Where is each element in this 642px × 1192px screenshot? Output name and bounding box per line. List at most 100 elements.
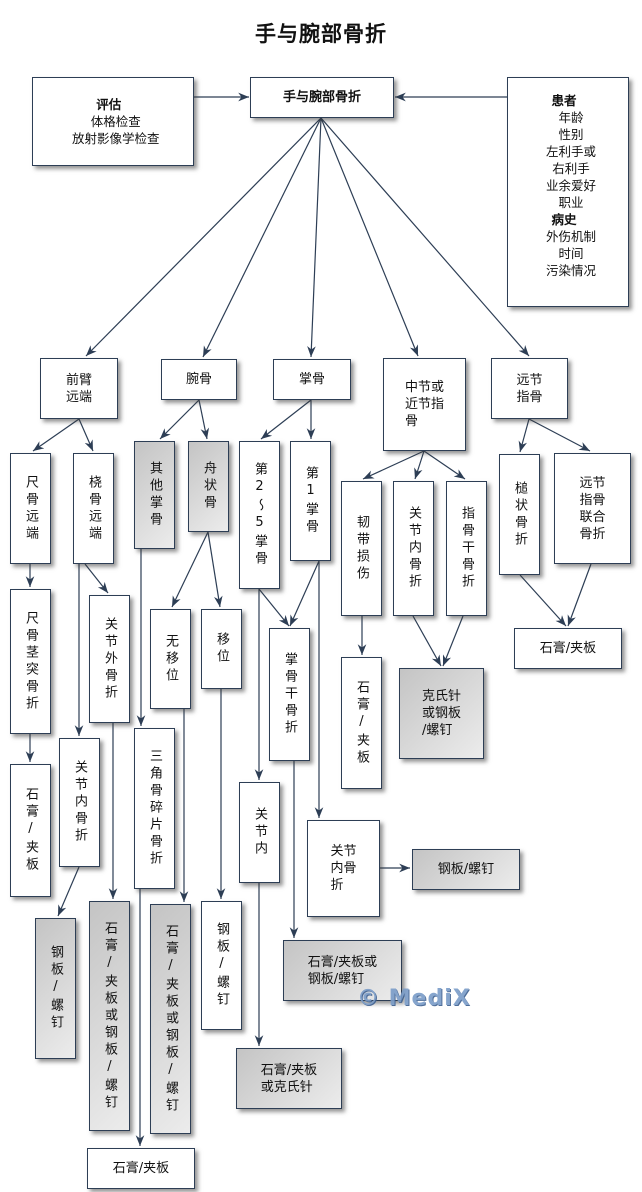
patient-heading: 患者 — [551, 92, 577, 108]
node-label: 关节内骨折 — [406, 506, 421, 591]
patient-item: 职业 — [558, 194, 584, 210]
node-intra-articular-mc1: 关节 内骨 折 — [307, 820, 380, 917]
connector-forearm-to-radius — [78, 418, 94, 452]
watermark-logo: © MediX — [357, 986, 471, 1011]
node-label: 远节 指骨 — [516, 372, 543, 405]
node-label: 移位 — [214, 632, 229, 666]
node-ulnar-styloid: 尺骨茎突骨折 — [10, 589, 51, 734]
node-triquetrum-fragment: 三角骨碎片骨折 — [134, 728, 175, 889]
connector-root-to-metacarpal — [307, 117, 322, 358]
node-label: 钢板/螺钉 — [437, 862, 495, 877]
node-cast-or-plate-nondisplaced: 石膏/夹板或钢板/螺钉 — [150, 904, 191, 1134]
node-ulna-distal: 尺骨远端 — [10, 453, 51, 564]
node-forearm-distal: 前臂 远端 — [40, 358, 118, 419]
connector-distal-to-combined — [528, 418, 591, 452]
connector-scaphoid-to-nondisp — [171, 531, 209, 608]
node-intra-articular-radius: 关节内骨折 — [59, 738, 100, 867]
node-plate-screw-displaced: 钢板/螺钉 — [201, 901, 242, 1030]
connector-scaphoid-to-disp — [207, 531, 223, 608]
evaluation-box: 评估 体格检查 放射影像学检查 — [32, 77, 194, 166]
connector-combined-to-cast — [567, 563, 592, 627]
connector-shaft-to-kwire — [442, 615, 464, 667]
node-label: 钢板/螺钉 — [214, 922, 229, 1009]
node-extra-articular: 关节外骨折 — [89, 595, 130, 723]
root-label: 手与腕部骨折 — [282, 90, 361, 105]
node-label: 石膏/夹板 — [539, 641, 597, 656]
node-label: 第2～5掌骨 — [252, 462, 267, 568]
connector-distal-to-mallet — [518, 418, 530, 453]
node-non-displaced: 无移位 — [150, 609, 191, 709]
node-label: 石膏/夹板或 钢板/螺钉 — [307, 954, 378, 987]
connector-root-to-forearm — [85, 117, 322, 357]
node-intra-articular-metacarpal: 关节内 — [239, 782, 280, 883]
history-item: 污染情况 — [546, 262, 597, 278]
connector-forearm-to-ulna — [32, 418, 80, 452]
node-label: 克氏针 或钢板 /螺钉 — [421, 689, 461, 738]
node-label: 掌骨干骨折 — [282, 652, 297, 737]
connector-carpal-to-scaphoid — [198, 399, 210, 440]
patient-item: 右利手 — [552, 160, 590, 176]
connector-intra-radius-to-plate — [57, 866, 80, 917]
node-label: 指骨干骨折 — [459, 506, 474, 591]
node-phalanx-shaft: 指骨干骨折 — [446, 481, 487, 616]
node-label: 掌骨 — [298, 372, 325, 387]
history-item: 外伤机制 — [546, 228, 597, 244]
history-item: 时间 — [558, 245, 584, 261]
node-carpal: 腕骨 — [161, 359, 237, 400]
node-metacarpal-1: 第1掌骨 — [290, 441, 331, 561]
connector-mallet-to-cast — [519, 574, 567, 627]
connector-midprox-to-intra — [414, 450, 425, 480]
patient-item: 性别 — [558, 126, 584, 142]
connector-radius-to-extra — [84, 563, 109, 594]
node-label: 无移位 — [163, 633, 178, 685]
evaluation-item: 放射影像学检查 — [72, 131, 160, 146]
history-heading: 病史 — [551, 211, 577, 227]
node-cast-or-plate-extra: 石膏/夹板或钢板/螺钉 — [89, 901, 130, 1131]
node-label: 关节内骨折 — [72, 760, 87, 845]
connector-midprox-to-shaft — [423, 450, 466, 480]
connector-intra-to-kwire — [412, 615, 442, 667]
node-metacarpal-2-5: 第2～5掌骨 — [239, 441, 280, 589]
node-metacarpal-shaft: 掌骨干骨折 — [269, 628, 310, 761]
diagram-title: 手与腕部骨折 — [255, 22, 387, 46]
patient-item: 左利手或 — [546, 143, 597, 159]
node-cast-splint-ligament: 石膏/夹板 — [341, 657, 382, 789]
patient-item: 业余爱好 — [546, 177, 597, 193]
evaluation-heading: 评估 — [96, 97, 122, 112]
node-label: 第1掌骨 — [303, 466, 318, 536]
node-mallet-fracture: 槌状骨折 — [499, 454, 540, 575]
node-radius-distal: 桡骨远端 — [73, 453, 114, 564]
node-label: 石膏/夹板 — [23, 787, 38, 874]
node-label: 关节外骨折 — [102, 616, 117, 702]
node-middle-proximal-phalanx: 中节或 近节指 骨 — [383, 358, 466, 451]
node-cast-or-kwire: 石膏/夹板 或克氏针 — [236, 1048, 342, 1109]
node-label: 石膏/夹板 — [354, 679, 369, 767]
node-intra-articular-finger: 关节内骨折 — [393, 481, 434, 616]
node-label: 尺骨茎突骨折 — [23, 610, 38, 713]
evaluation-item: 体格检查 — [90, 114, 141, 129]
node-label: 腕骨 — [185, 372, 212, 387]
root-node: 手与腕部骨折 — [250, 77, 394, 118]
connector-metacarpal-to-mc25 — [260, 399, 312, 440]
node-cast-splint-ulna: 石膏/夹板 — [10, 764, 51, 897]
node-label: 石膏/夹板或钢板/螺钉 — [102, 920, 117, 1112]
node-label: 中节或 近节指 骨 — [404, 380, 444, 429]
node-scaphoid: 舟状骨 — [188, 441, 229, 532]
node-kwire-or-plate: 克氏针 或钢板 /螺钉 — [399, 668, 484, 759]
node-label: 韧带损伤 — [354, 514, 369, 583]
connector-carpal-to-other — [159, 399, 200, 440]
node-metacarpal: 掌骨 — [273, 359, 351, 400]
node-distal-combined: 远节 指骨 联合 骨折 — [554, 453, 631, 564]
node-displaced: 移位 — [201, 609, 242, 689]
connector-mc1-to-shaft — [289, 560, 320, 627]
node-label: 关节 内骨 折 — [330, 844, 357, 893]
connector-root-to-distal — [320, 117, 530, 357]
node-label: 关节内 — [252, 807, 267, 858]
connector-mc25-to-shaft — [258, 588, 290, 627]
node-label: 远节 指骨 联合 骨折 — [579, 475, 606, 542]
node-plate-screw-radius: 钢板/螺钉 — [35, 918, 76, 1059]
node-cast-splint-distal: 石膏/夹板 — [514, 628, 622, 669]
node-cast-or-plate-shaft: 石膏/夹板或 钢板/螺钉 — [283, 940, 402, 1001]
node-label: 石膏/夹板 — [112, 1161, 170, 1176]
